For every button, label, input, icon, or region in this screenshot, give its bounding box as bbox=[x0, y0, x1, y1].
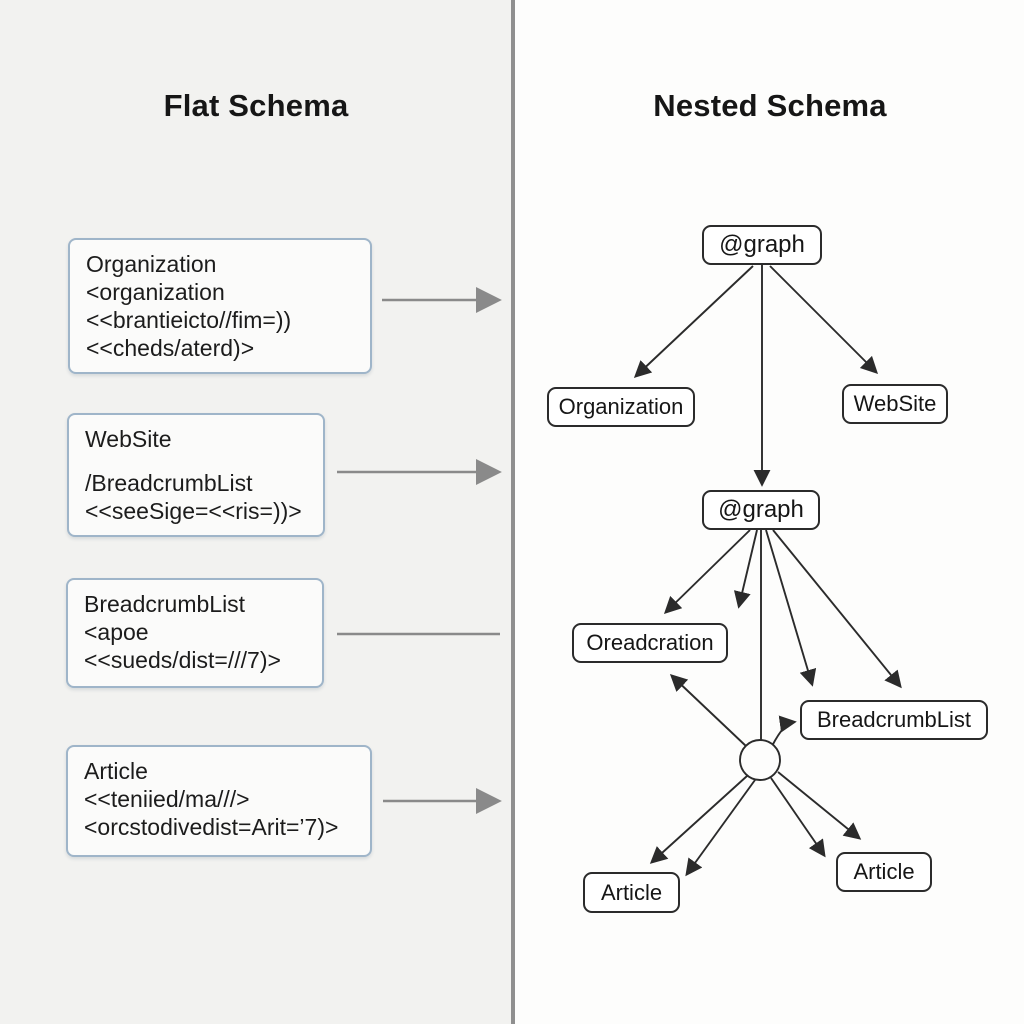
node-graph-root-label: @graph bbox=[719, 231, 805, 258]
flat-box-website-line: /BreadcrumbList bbox=[85, 470, 253, 496]
blank-node-circle bbox=[739, 739, 781, 781]
node-website: WebSite bbox=[842, 384, 948, 424]
flat-box-organization-line: <<brantieicto//fim=)) bbox=[86, 307, 292, 333]
flat-box-breadcrumblist-line: <apoe bbox=[84, 619, 149, 645]
edge-subgraph-to-breadcrumblist-left bbox=[765, 529, 817, 687]
edge-circle-to-breadcrumblist bbox=[771, 715, 797, 747]
node-organization-label: Organization bbox=[558, 394, 684, 419]
flat-box-website-line: <<seeSige=<<ris=))> bbox=[85, 498, 302, 524]
node-article-right-label: Article bbox=[853, 859, 915, 884]
flat-box-breadcrumblist-line: <<sueds/dist=///7)> bbox=[84, 647, 281, 673]
node-subgraph-label: @graph bbox=[718, 496, 804, 523]
edge-subgraph-to-breadcrumblist-right bbox=[772, 529, 902, 689]
flat-box-article-line: <orcstodivedist=Arit=’7)> bbox=[84, 814, 339, 840]
flat-box-website: WebSite /BreadcrumbList <<seeSige=<<ris=… bbox=[67, 413, 325, 537]
edge-root-to-website bbox=[769, 265, 879, 375]
node-article-right: Article bbox=[836, 852, 932, 892]
flat-box-article-line: <<teniied/ma///> bbox=[84, 786, 250, 812]
node-oreadcration: Oreadcration bbox=[572, 623, 728, 663]
nested-schema-title: Nested Schema bbox=[653, 88, 887, 123]
flat-schema-title: Flat Schema bbox=[163, 88, 349, 123]
edge-circle-to-article-left-1 bbox=[649, 775, 748, 864]
node-subgraph: @graph bbox=[702, 490, 820, 530]
node-oreadcration-label: Oreadcration bbox=[586, 630, 714, 655]
flat-box-article-title: Article bbox=[84, 758, 148, 784]
node-breadcrumblist: BreadcrumbList bbox=[800, 700, 988, 740]
flat-box-organization-line: <<cheds/aterd)> bbox=[86, 335, 255, 361]
edge-circle-to-article-right-2 bbox=[777, 771, 862, 840]
edge-circle-to-oreadcration bbox=[669, 674, 748, 748]
edge-root-to-organization bbox=[633, 265, 754, 378]
flat-box-breadcrumblist: BreadcrumbList <apoe <<sueds/dist=///7)> bbox=[66, 578, 324, 688]
edge-circle-to-article-left-2 bbox=[685, 779, 756, 877]
node-article-left: Article bbox=[583, 872, 680, 913]
node-article-left-label: Article bbox=[600, 879, 663, 905]
node-website-label: WebSite bbox=[853, 391, 937, 416]
flat-box-organization: Organization <organization <<brantieicto… bbox=[68, 238, 372, 374]
flat-box-article: Article <<teniied/ma///> <orcstodivedist… bbox=[66, 745, 372, 857]
edge-circle-to-article-right-1 bbox=[770, 777, 826, 858]
edge-subgraph-to-oreadcration-left bbox=[663, 529, 751, 614]
node-breadcrumblist-label: BreadcrumbList bbox=[816, 707, 972, 732]
panel-divider bbox=[511, 0, 515, 1024]
edge-subgraph-to-oreadcration-right bbox=[733, 529, 758, 609]
flat-box-organization-title: Organization bbox=[86, 251, 217, 277]
flat-box-website-title: WebSite bbox=[85, 426, 172, 452]
node-organization: Organization bbox=[547, 387, 695, 427]
flat-box-organization-line: <organization bbox=[86, 279, 225, 305]
node-graph-root: @graph bbox=[702, 225, 822, 265]
flat-box-breadcrumblist-title: BreadcrumbList bbox=[84, 591, 246, 617]
